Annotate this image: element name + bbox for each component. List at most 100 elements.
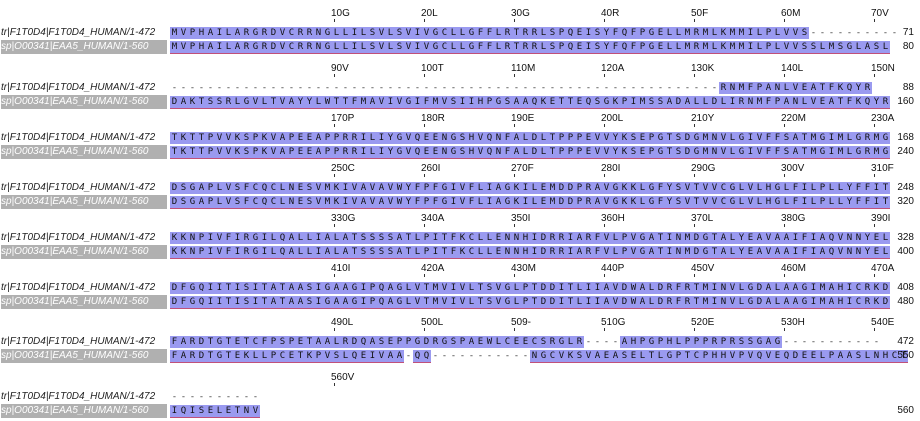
residue-cell: I	[215, 27, 224, 39]
residue-cell: Q	[845, 82, 854, 94]
residue-cell: T	[710, 246, 719, 259]
residue-cell: H	[836, 282, 845, 294]
residue-cell: E	[656, 41, 665, 54]
residue-cell: I	[413, 27, 422, 39]
residue-cell: G	[728, 196, 737, 209]
gap-cell: -	[531, 83, 538, 93]
residue-cell: P	[557, 41, 566, 54]
residue-cell: R	[584, 196, 593, 209]
residue-cell: L	[881, 246, 890, 259]
gap-cell: -	[441, 83, 448, 93]
gap-cell: -	[648, 83, 655, 93]
residue-cell: I	[377, 132, 386, 144]
residue-cell: M	[548, 196, 557, 209]
seq2-label[interactable]: sp|O00341|EAA5_HUMAN/1-560	[1, 40, 167, 54]
residue-cell: V	[251, 96, 260, 109]
residue-cell: V	[611, 282, 620, 294]
seq1-label[interactable]: tr|F1T0D4|F1T0D4_HUMAN/1-472	[1, 27, 156, 38]
residue-cell: G	[188, 196, 197, 209]
seq1-label[interactable]: tr|F1T0D4|F1T0D4_HUMAN/1-472	[1, 232, 156, 243]
residue-cell: G	[701, 232, 710, 244]
residue-cell: S	[359, 232, 368, 244]
seq1-label[interactable]: tr|F1T0D4|F1T0D4_HUMAN/1-472	[1, 82, 156, 93]
residue-cell: M	[323, 182, 332, 194]
residue-cell: V	[269, 132, 278, 144]
residue-cell: G	[251, 41, 260, 54]
residue-cell: L	[773, 296, 782, 309]
residue-cell: K	[233, 132, 242, 144]
residue-cell: F	[629, 41, 638, 54]
residue-cell: D	[881, 296, 890, 309]
residue-cell: A	[764, 282, 773, 294]
gap-cell: -	[270, 83, 277, 93]
seq2-label[interactable]: sp|O00341|EAA5_HUMAN/1-560	[1, 245, 167, 259]
seq2-label[interactable]: sp|O00341|EAA5_HUMAN/1-560	[1, 295, 167, 309]
residue-cell: F	[827, 82, 836, 94]
seq2-label[interactable]: sp|O00341|EAA5_HUMAN/1-560	[1, 95, 167, 109]
residue-cell: L	[449, 41, 458, 54]
seq1-label[interactable]: tr|F1T0D4|F1T0D4_HUMAN/1-472	[1, 282, 156, 293]
residue-cell: E	[872, 232, 881, 244]
seq1-residues: ----------------------------------------…	[170, 81, 872, 95]
residue-cell: I	[566, 232, 575, 244]
residue-cell: A	[377, 182, 386, 194]
residue-cell: T	[683, 350, 692, 363]
residue-cell: R	[665, 296, 674, 309]
seq2-label[interactable]: sp|O00341|EAA5_HUMAN/1-560	[1, 195, 167, 209]
residue-cell: G	[395, 132, 404, 144]
gap-cell: -	[243, 392, 250, 402]
residue-cell: V	[215, 246, 224, 259]
residue-cell: D	[557, 196, 566, 209]
residue-cell: Q	[620, 41, 629, 54]
residue-cell: N	[494, 146, 503, 159]
ruler-tick: 20L	[421, 8, 438, 22]
residue-cell: A	[602, 296, 611, 309]
residue-cell: T	[548, 146, 557, 159]
residue-cell: E	[575, 27, 584, 39]
residue-cell: L	[413, 232, 422, 244]
residue-cell: A	[755, 232, 764, 244]
residue-cell: I	[746, 146, 755, 159]
residue-cell: F	[674, 282, 683, 294]
gap-cell: -	[450, 351, 457, 361]
seq2-label[interactable]: sp|O00341|EAA5_HUMAN/1-560	[1, 349, 167, 363]
residue-cell: L	[737, 296, 746, 309]
seq2-label[interactable]: sp|O00341|EAA5_HUMAN/1-560	[1, 145, 167, 159]
residue-cell: A	[314, 336, 323, 348]
residue-cell: D	[539, 246, 548, 259]
residue-cell: Y	[611, 132, 620, 144]
seq1-label[interactable]: tr|F1T0D4|F1T0D4_HUMAN/1-472	[1, 391, 156, 402]
gap-cell: -	[486, 83, 493, 93]
gap-cell: -	[216, 392, 223, 402]
seq1-label[interactable]: tr|F1T0D4|F1T0D4_HUMAN/1-472	[1, 336, 156, 347]
residue-cell: L	[638, 196, 647, 209]
residue-cell: F	[242, 196, 251, 209]
residue-cell: N	[845, 246, 854, 259]
residue-cell: K	[512, 182, 521, 194]
gap-cell: -	[819, 337, 826, 347]
residue-cell: R	[341, 132, 350, 144]
residue-cell: V	[746, 196, 755, 209]
seq1-label[interactable]: tr|F1T0D4|F1T0D4_HUMAN/1-472	[1, 182, 156, 193]
residue-cell: R	[584, 246, 593, 259]
residue-cell: L	[737, 282, 746, 294]
residue-cell: G	[611, 196, 620, 209]
seq2-end-number: 560	[897, 405, 914, 416]
residue-cell: L	[530, 196, 539, 209]
residue-cell: V	[413, 282, 422, 294]
residue-cell: R	[584, 182, 593, 194]
seq1-label[interactable]: tr|F1T0D4|F1T0D4_HUMAN/1-472	[1, 132, 156, 143]
residue-cell: S	[305, 196, 314, 209]
residue-cell: V	[368, 182, 377, 194]
residue-cell: Y	[404, 196, 413, 209]
residue-cell: F	[593, 232, 602, 244]
residue-cell: A	[287, 282, 296, 294]
residue-cell: I	[359, 282, 368, 294]
residue-cell: G	[845, 41, 854, 54]
residue-cell: G	[881, 146, 890, 159]
residue-cell: E	[638, 132, 647, 144]
residue-cell: S	[629, 132, 638, 144]
seq2-label[interactable]: sp|O00341|EAA5_HUMAN/1-560	[1, 404, 167, 418]
residue-cell: G	[647, 27, 656, 39]
residue-cell: T	[566, 96, 575, 109]
